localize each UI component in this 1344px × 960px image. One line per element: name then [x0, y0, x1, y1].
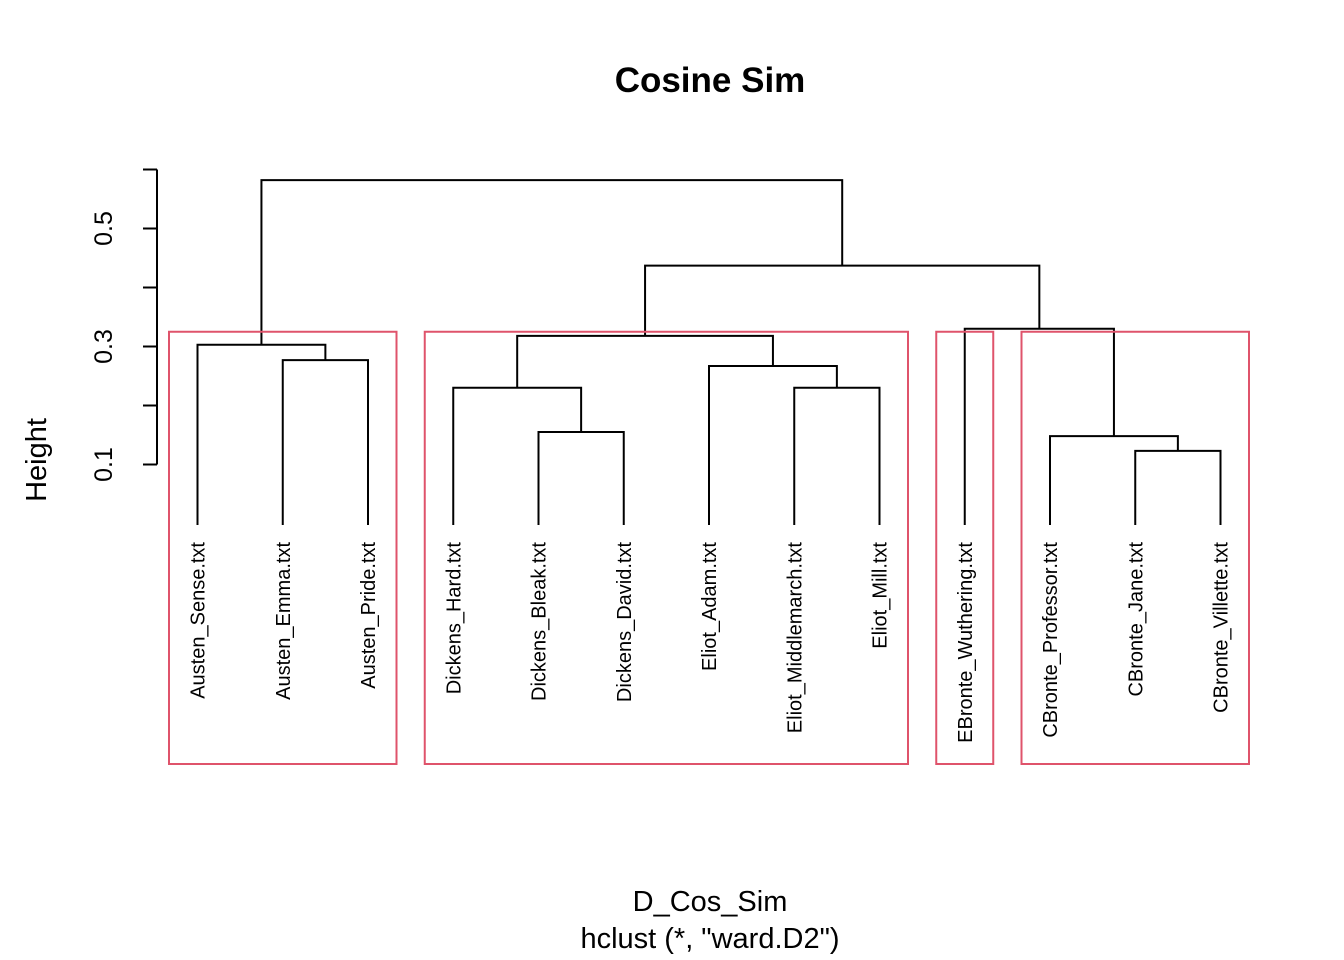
merge-link-6 — [516, 334, 774, 388]
y-axis-label: Height — [21, 418, 53, 502]
y-tick-label-1: 0.3 — [90, 329, 118, 364]
x-axis-sublabel: hclust (*, "ward.D2") — [580, 923, 839, 955]
cluster-rect-3 — [1020, 330, 1250, 765]
merge-link-4 — [793, 386, 881, 525]
leaf-label-2: Austen_Pride.txt — [358, 542, 380, 689]
merge-link-5 — [708, 364, 838, 525]
cluster-rect-0 — [168, 330, 398, 765]
leaf-label-4: Dickens_Bleak.txt — [529, 542, 551, 701]
cluster-rectangles — [168, 330, 1250, 765]
leaf-label-8: Eliot_Mill.txt — [870, 542, 892, 649]
merge-link-0 — [281, 359, 369, 525]
merge-link-9 — [963, 327, 1115, 525]
leaf-label-3: Dickens_Hard.txt — [443, 542, 465, 695]
dendrogram-tree — [196, 179, 1222, 525]
x-axis-label: D_Cos_Sim — [633, 886, 788, 918]
merge-link-10 — [644, 264, 1041, 336]
merge-link-8 — [1049, 435, 1179, 525]
leaf-label-1: Austen_Emma.txt — [273, 542, 295, 700]
chart-title: Cosine Sim — [615, 61, 806, 100]
leaf-label-5: Dickens_David.txt — [614, 542, 636, 703]
cluster-rect-2 — [935, 330, 995, 765]
merge-link-3 — [452, 386, 583, 525]
leaf-label-10: CBronte_Professor.txt — [1040, 542, 1062, 738]
leaf-label-11: CBronte_Jane.txt — [1125, 542, 1147, 697]
merge-link-2 — [537, 431, 625, 525]
leaf-labels: Austen_Sense.txt Austen_Emma.txt Austen_Pr… — [188, 542, 1233, 743]
cluster-rect-1 — [423, 330, 909, 765]
leaf-label-6: Eliot_Adam.txt — [699, 542, 721, 671]
merge-link-7 — [1134, 449, 1222, 525]
merge-link-1 — [196, 343, 327, 525]
leaf-label-9: EBronte_Wuthering.txt — [955, 542, 977, 743]
y-axis: 0.1 0.3 0.5 — [90, 168, 158, 482]
y-tick-label-2: 0.5 — [90, 211, 118, 246]
merge-link-11 — [260, 179, 844, 345]
leaf-label-0: Austen_Sense.txt — [188, 542, 210, 699]
y-tick-label-0: 0.1 — [90, 447, 118, 482]
leaf-label-7: Eliot_Middlemarch.txt — [784, 542, 806, 734]
leaf-label-12: CBronte_Villette.txt — [1211, 542, 1233, 713]
